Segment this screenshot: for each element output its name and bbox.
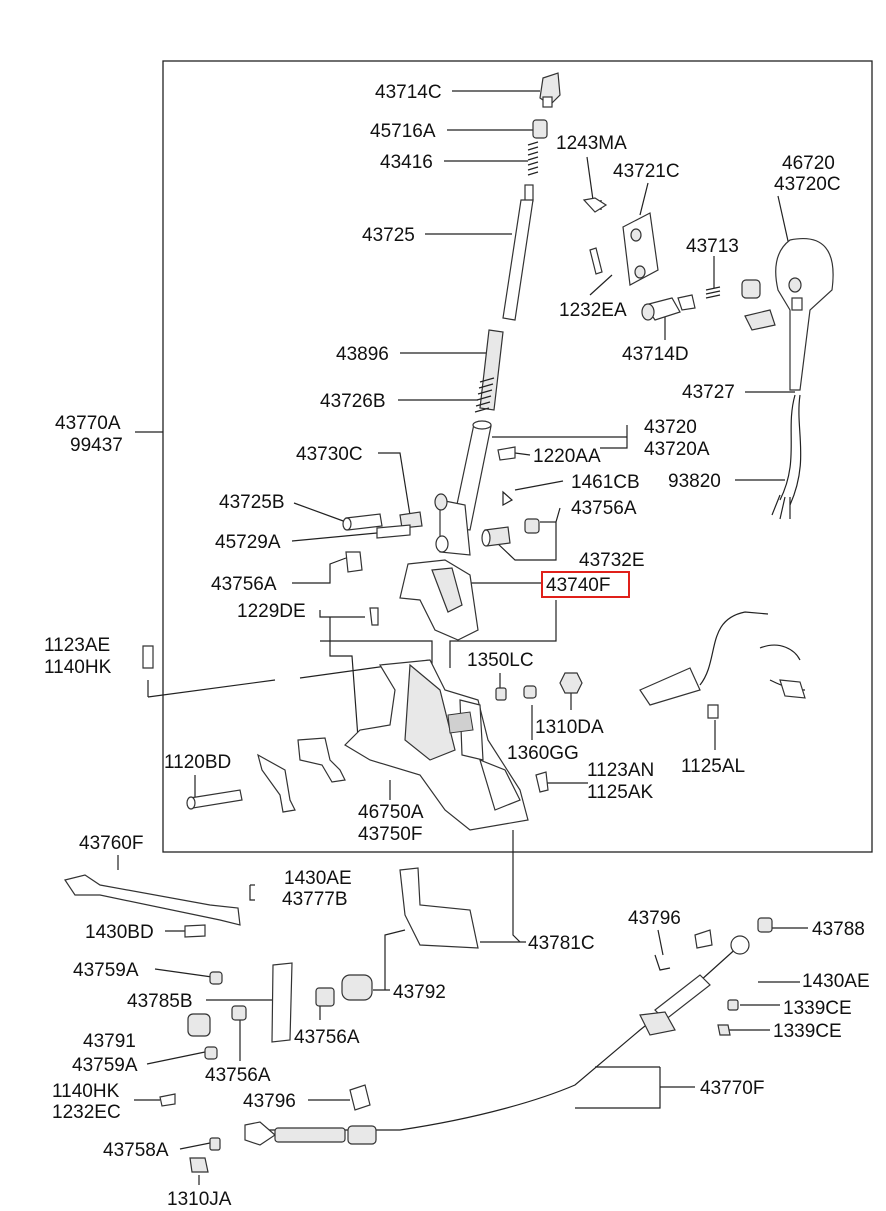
label-43714D: 43714D: [622, 344, 689, 365]
label-1220AA: 1220AA: [533, 446, 601, 467]
label-43714C: 43714C: [375, 82, 442, 103]
label-43770A: 43770A: [55, 413, 121, 434]
label-43730C: 43730C: [296, 444, 363, 465]
label-43750F: 43750F: [358, 824, 422, 845]
label-46750A: 46750A: [358, 802, 424, 823]
label-43740F: 43740F: [546, 575, 610, 596]
label-1430AE-1: 1430AE: [284, 868, 352, 889]
label-1350LC: 1350LC: [467, 650, 534, 671]
label-43760F: 43760F: [79, 833, 143, 854]
label-1339CE-2: 1339CE: [773, 1021, 842, 1042]
label-99437: 99437: [70, 435, 123, 456]
label-46720: 46720: [782, 153, 835, 174]
label-43725B: 43725B: [219, 492, 285, 513]
label-43416: 43416: [380, 152, 433, 173]
label-1232EC: 1232EC: [52, 1102, 121, 1123]
label-1140HK-1: 1140HK: [44, 657, 112, 678]
label-1430BD: 1430BD: [85, 922, 154, 943]
label-43732E: 43732E: [579, 550, 645, 571]
label-43758A: 43758A: [103, 1140, 169, 1161]
part-shapes: [64, 72, 834, 1173]
label-43756A-2: 43756A: [211, 574, 277, 595]
assembly-frame: [162, 60, 873, 853]
highlight-box: [541, 571, 630, 598]
label-1125AL: 1125AL: [681, 756, 745, 777]
label-43725: 43725: [362, 225, 415, 246]
label-1232EA: 1232EA: [559, 300, 627, 321]
label-43720A: 43720A: [644, 439, 710, 460]
label-43781C: 43781C: [528, 933, 595, 954]
label-43759A-1: 43759A: [73, 960, 139, 981]
label-1360GG: 1360GG: [507, 743, 579, 764]
label-1140HK-2: 1140HK: [52, 1081, 120, 1102]
label-43720C: 43720C: [774, 174, 841, 195]
label-43759A-2: 43759A: [72, 1055, 138, 1076]
label-43777B: 43777B: [282, 889, 348, 910]
label-43756A-1: 43756A: [571, 498, 637, 519]
part-labels: 43714C 45716A 43416 1243MA 43721C 46720 …: [44, 82, 870, 1210]
label-43796-1: 43796: [628, 908, 681, 929]
label-43713: 43713: [686, 236, 739, 257]
label-1461CB: 1461CB: [571, 472, 640, 493]
label-1243MA: 1243MA: [556, 133, 627, 154]
label-43770F: 43770F: [700, 1078, 764, 1099]
label-43896: 43896: [336, 344, 389, 365]
label-43756A-3: 43756A: [294, 1027, 360, 1048]
label-1430AE-2: 1430AE: [802, 971, 870, 992]
label-43792: 43792: [393, 982, 446, 1003]
label-43796-2: 43796: [243, 1091, 296, 1112]
label-1123AE: 1123AE: [44, 635, 110, 656]
label-1229DE: 1229DE: [237, 601, 306, 622]
label-43756A-4: 43756A: [205, 1065, 271, 1086]
label-43726B: 43726B: [320, 391, 386, 412]
label-1310DA: 1310DA: [535, 717, 604, 738]
label-43788: 43788: [812, 919, 865, 940]
label-1123AN: 1123AN: [587, 760, 654, 781]
label-93820: 93820: [668, 471, 721, 492]
label-45729A: 45729A: [215, 532, 281, 553]
label-1310JA: 1310JA: [167, 1189, 232, 1210]
label-1339CE-1: 1339CE: [783, 998, 852, 1019]
label-43727: 43727: [682, 382, 735, 403]
label-43721C: 43721C: [613, 161, 680, 182]
label-1120BD: 1120BD: [164, 752, 231, 773]
label-45716A: 45716A: [370, 121, 436, 142]
label-43720: 43720: [644, 417, 697, 438]
label-43785B: 43785B: [127, 991, 193, 1012]
label-43791: 43791: [83, 1031, 136, 1052]
label-1125AK: 1125AK: [587, 782, 654, 803]
